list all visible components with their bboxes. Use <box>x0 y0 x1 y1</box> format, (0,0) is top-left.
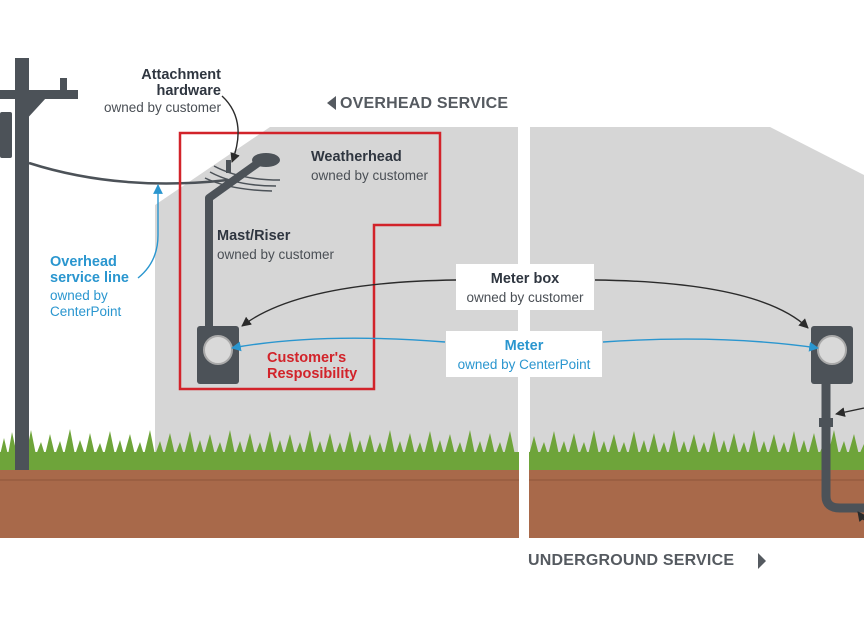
left-house <box>155 127 518 470</box>
meter-box-owner: owned by customer <box>466 290 584 305</box>
meter-owner: owned by CenterPoint <box>457 357 591 372</box>
meter-box-arrow-right <box>594 279 809 329</box>
mast-riser-title: Mast/Riser <box>217 228 291 244</box>
grass <box>0 429 864 470</box>
meter-box-arrow-left <box>241 279 457 327</box>
underground-service-heading: UNDERGROUND SERVICE <box>528 552 735 569</box>
meter-title: Meter <box>504 338 544 354</box>
mast-riser <box>205 198 213 330</box>
underground-pointer-icon <box>758 553 766 569</box>
overhead-service-heading: OVERHEAD SERVICE <box>340 95 509 112</box>
underground-callout-arrow-1 <box>835 407 864 417</box>
meter-label-box <box>446 331 602 377</box>
overhead-service-line <box>28 161 229 185</box>
mast-riser-owner: owned by customer <box>217 247 335 262</box>
meter-box-title: Meter box <box>490 271 560 287</box>
right-house <box>530 127 864 470</box>
meter-arrow-left <box>231 337 446 352</box>
underground-callout-arrow-2 <box>857 511 864 522</box>
weatherhead-owner: owned by customer <box>311 168 429 183</box>
overhead-line-callout-arrow <box>137 184 163 279</box>
meter-box-right <box>811 326 853 384</box>
weatherhead-title: Weatherhead <box>311 149 402 165</box>
overhead-pointer-icon <box>327 96 336 110</box>
soil-left <box>0 468 519 538</box>
overhead-line-title: Overhead service line <box>50 254 129 286</box>
utility-pole <box>0 58 78 470</box>
attachment-callout-arrow <box>221 95 240 163</box>
meter-arrow-right <box>602 338 819 352</box>
soil-right <box>529 468 864 538</box>
weatherhead <box>204 153 281 202</box>
meter-box-left <box>197 326 239 384</box>
attachment-hardware-title: Attachment hardware <box>141 67 221 99</box>
meter-box-label-box <box>456 264 594 310</box>
attachment-hardware-owner: owned by customer <box>103 100 221 115</box>
customer-responsibility-label: Customer's Resposibility <box>267 350 358 382</box>
customer-responsibility-outline <box>178 131 442 391</box>
overhead-line-owner: owned by CenterPoint <box>50 288 122 319</box>
underground-conduit <box>821 384 864 513</box>
